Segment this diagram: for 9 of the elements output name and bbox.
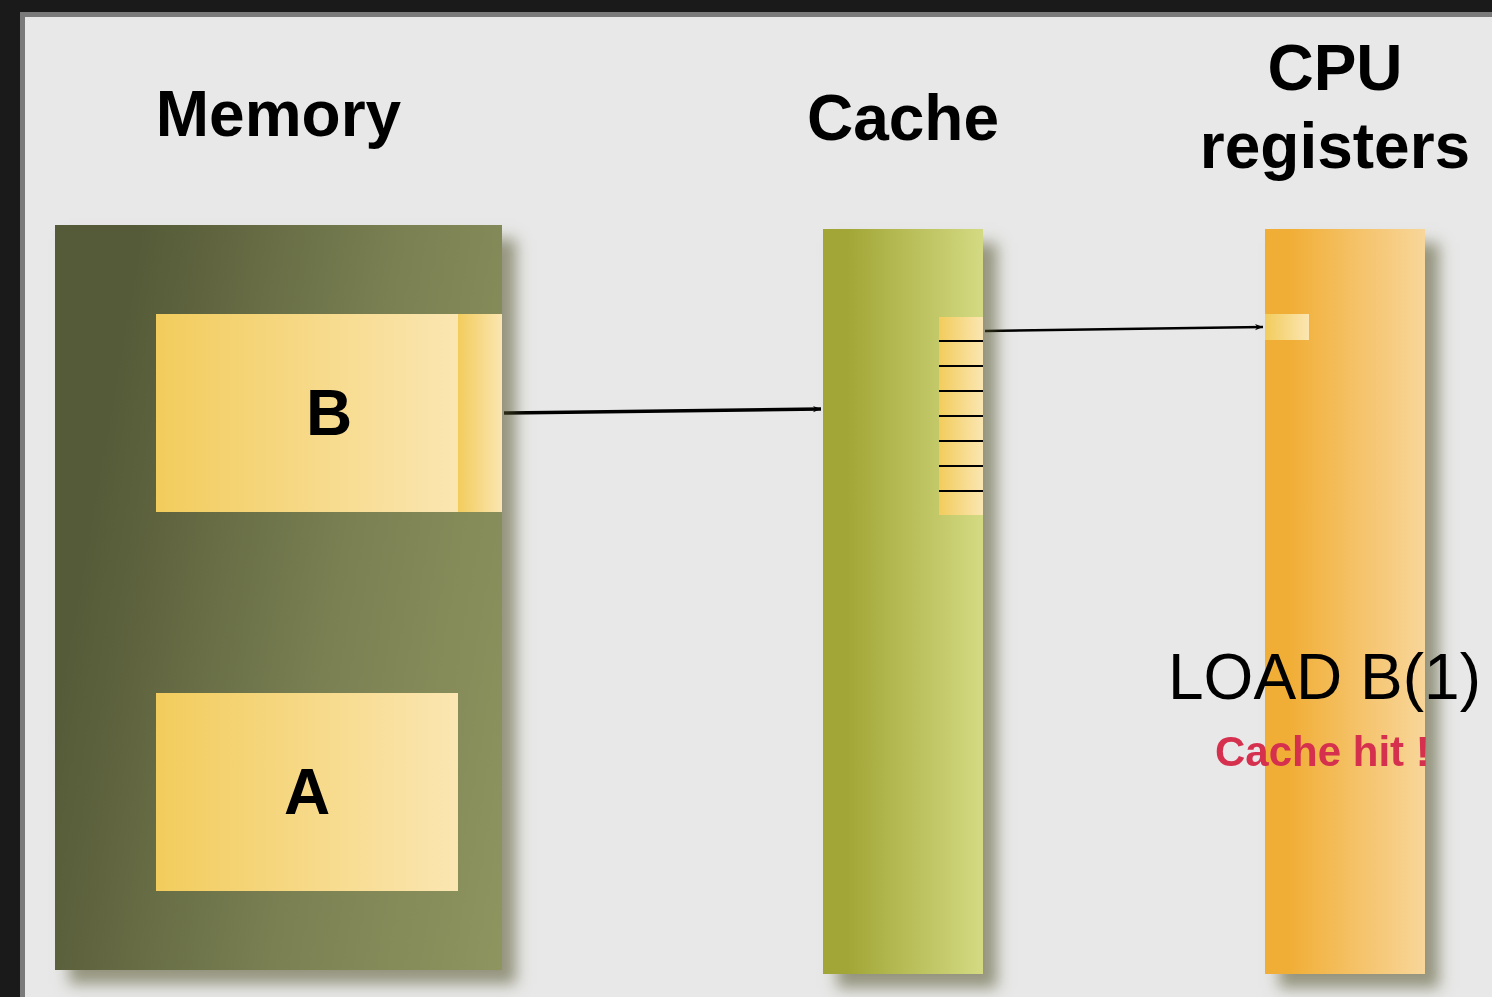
cache-lines [939, 317, 983, 515]
data-block: B [156, 314, 502, 512]
column-heading: Cache [805, 81, 1001, 156]
column-heading: CPU registers [1198, 31, 1472, 184]
register-slot [1265, 314, 1309, 340]
column-heading: Memory [154, 77, 403, 152]
arrow [503, 405, 822, 415]
data-block: A [156, 693, 458, 891]
arrow [985, 323, 1263, 333]
